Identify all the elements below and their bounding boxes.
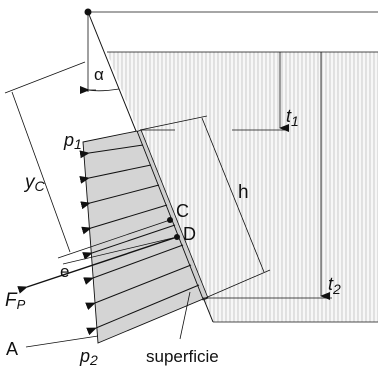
yc-dim-bottom <box>57 219 171 259</box>
e-label: e <box>60 262 69 281</box>
e-dim-line <box>62 236 178 265</box>
C-label: C <box>176 201 189 221</box>
p2-label: p2 <box>79 346 98 368</box>
p1-label: p1 <box>63 130 82 152</box>
h-dim-bottom <box>202 269 271 300</box>
A-label: A <box>6 339 18 359</box>
A-leader <box>25 335 99 348</box>
h-label: h <box>238 182 249 203</box>
resultant-force-arrow <box>17 236 178 294</box>
h-dim-top <box>139 115 208 131</box>
superficie-label: superficie <box>146 347 219 366</box>
h-dim-line <box>201 117 265 273</box>
Fp-label: FP <box>5 290 26 312</box>
yc-dim-line <box>11 91 71 253</box>
yc-dim-top <box>4 61 86 94</box>
alpha-label: α <box>94 65 104 84</box>
pivot-point <box>84 8 92 16</box>
water-body <box>107 52 378 322</box>
superficie-leader <box>179 291 191 340</box>
t1-label: t1 <box>286 106 299 129</box>
pressure-arrows <box>79 144 200 336</box>
t2-label: t2 <box>328 274 341 297</box>
yc-label: yC <box>23 172 46 194</box>
D-label: D <box>183 224 196 244</box>
